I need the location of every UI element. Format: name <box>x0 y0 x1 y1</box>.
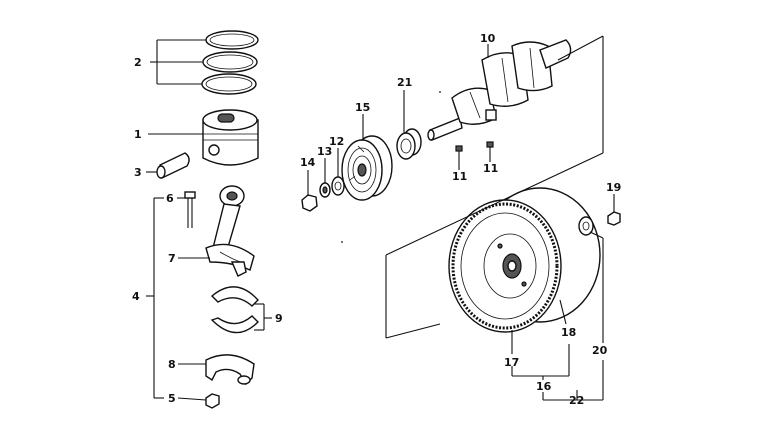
callout-7: 7 <box>168 252 176 265</box>
callout-4: 4 <box>132 290 140 303</box>
crankshaft-pulley <box>341 135 393 201</box>
callout-10: 10 <box>480 32 496 45</box>
piston-rings <box>201 30 259 95</box>
callout-labels: 2 1 3 4 6 7 8 5 9 14 13 12 15 21 10 11 1… <box>132 32 621 407</box>
callout-15: 15 <box>355 101 370 114</box>
flywheel-bolt <box>607 211 621 226</box>
stray-dot <box>439 91 441 93</box>
pilot-bearing <box>578 216 594 236</box>
piston-pin <box>156 152 190 180</box>
rod-nut <box>205 393 220 409</box>
callout-11-right: 11 <box>483 162 498 175</box>
connecting-rod <box>205 185 255 277</box>
assembly-outline-lines <box>385 35 604 339</box>
callout-9: 9 <box>275 312 283 325</box>
rod-cap <box>205 354 255 386</box>
connecting-rod-bolt <box>184 191 196 228</box>
callout-2: 2 <box>134 56 142 69</box>
callout-8: 8 <box>168 358 176 371</box>
callout-17: 17 <box>504 356 519 369</box>
callout-22: 22 <box>569 394 584 407</box>
callout-19: 19 <box>606 181 621 194</box>
flywheel-assembly <box>448 187 601 333</box>
piston <box>202 109 259 166</box>
bearing-shells <box>210 286 259 334</box>
callout-20: 20 <box>592 344 608 357</box>
crankshaft <box>427 39 572 141</box>
callout-11-left: 11 <box>452 170 467 183</box>
pulley-nut-washers <box>301 176 345 212</box>
callout-13: 13 <box>317 145 332 158</box>
stray-dot <box>341 241 343 243</box>
leader-lines <box>146 39 615 401</box>
callout-21: 21 <box>397 76 412 89</box>
callout-6: 6 <box>166 192 174 205</box>
callout-18: 18 <box>561 326 576 339</box>
callout-5: 5 <box>168 392 176 405</box>
callout-3: 3 <box>134 166 142 179</box>
callout-1: 1 <box>134 128 142 141</box>
callout-16: 16 <box>536 380 552 393</box>
callout-14: 14 <box>300 156 316 169</box>
crank-gear <box>396 128 422 160</box>
callout-12: 12 <box>329 135 344 148</box>
crankshaft-pins <box>455 141 494 160</box>
